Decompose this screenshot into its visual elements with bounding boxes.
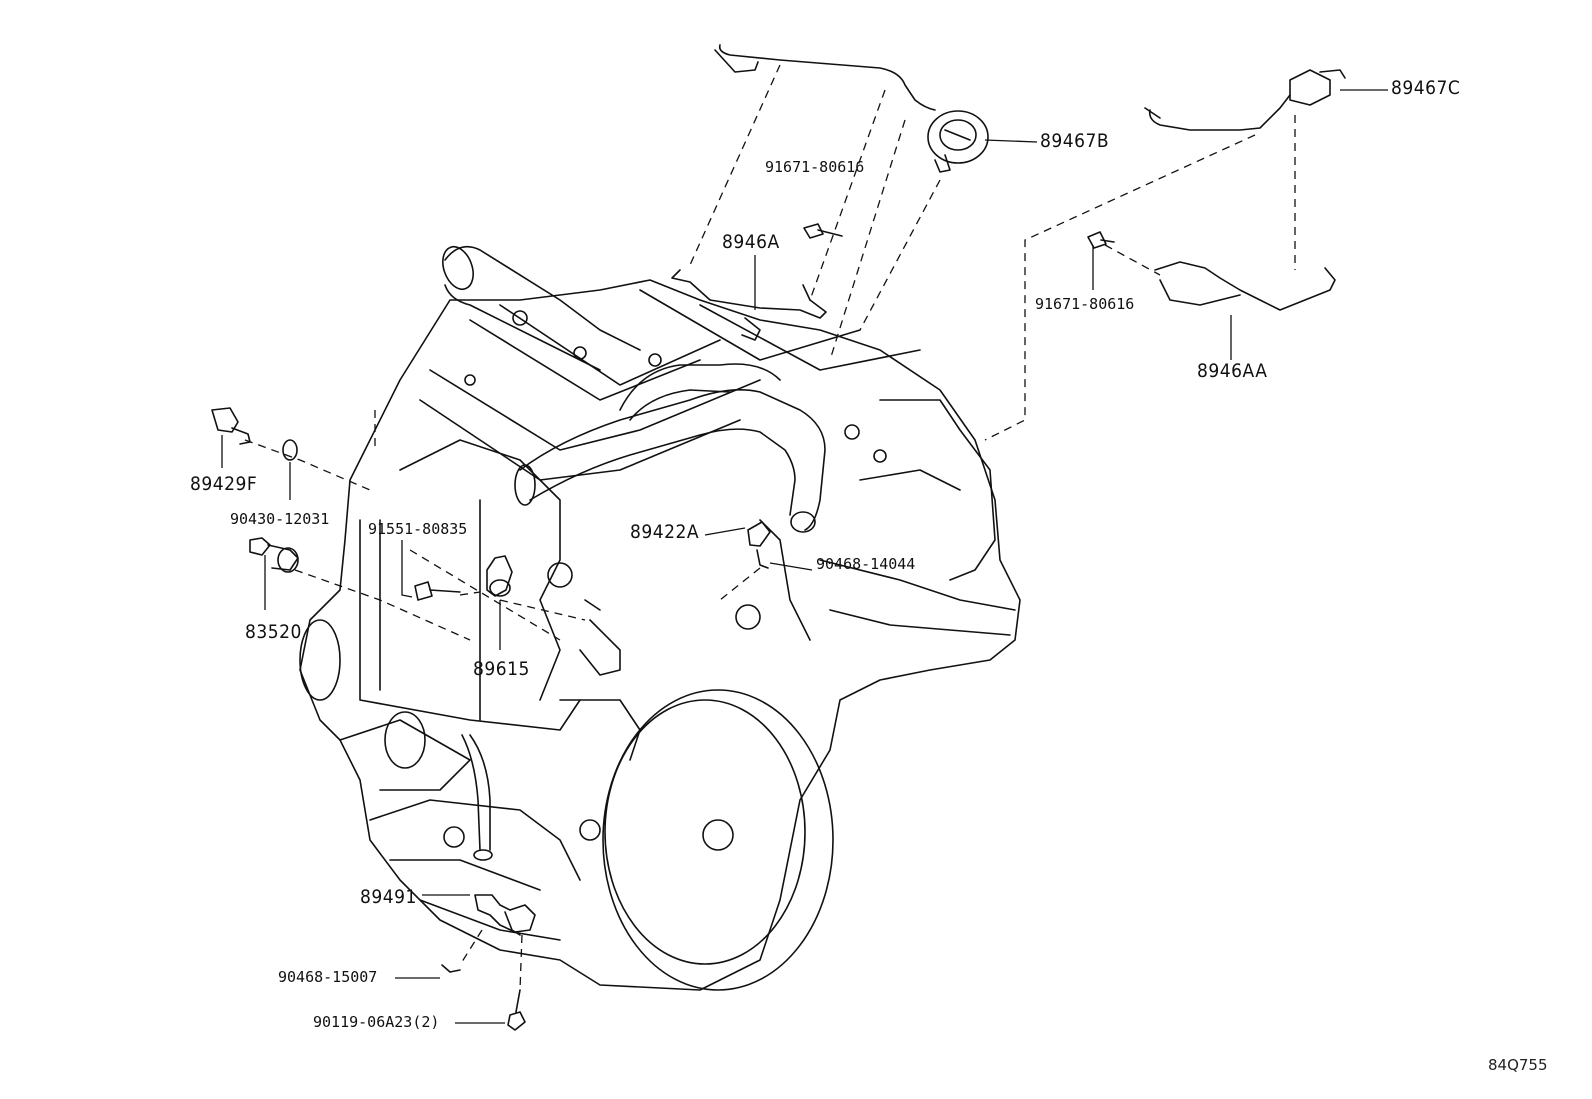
sensor-harness-drawings (211, 44, 1346, 1031)
part-label-90430-12031[interactable]: 90430-12031 (230, 510, 330, 528)
leader-lines (221, 89, 1388, 1024)
part-label-89491[interactable]: 89491 (360, 886, 417, 908)
part-label-8946aa[interactable]: 8946AA (1197, 360, 1268, 382)
part-label-90468-14044[interactable]: 90468-14044 (816, 555, 916, 573)
part-label-91671-80616-upper[interactable]: 91671-80616 (765, 158, 865, 176)
dashed-guide-lines (244, 64, 1296, 991)
part-label-89467c[interactable]: 89467C (1391, 77, 1461, 99)
part-label-83520[interactable]: 83520 (245, 621, 302, 643)
part-label-89615[interactable]: 89615 (473, 658, 530, 680)
diagram-code: 84Q755 (1488, 1056, 1548, 1074)
part-label-89467b[interactable]: 89467B (1040, 130, 1110, 152)
part-label-91671-80616-right[interactable]: 91671-80616 (1035, 295, 1135, 313)
part-label-89429f[interactable]: 89429F (190, 473, 258, 495)
part-label-8946a[interactable]: 8946A (722, 231, 780, 253)
part-label-90468-15007[interactable]: 90468-15007 (278, 968, 378, 986)
part-label-91551-80835[interactable]: 91551-80835 (368, 520, 468, 538)
part-label-89422a[interactable]: 89422A (630, 521, 700, 543)
part-label-90119-06a23[interactable]: 90119-06A23(2) (313, 1013, 440, 1031)
engine-block-drawing (299, 245, 1021, 991)
